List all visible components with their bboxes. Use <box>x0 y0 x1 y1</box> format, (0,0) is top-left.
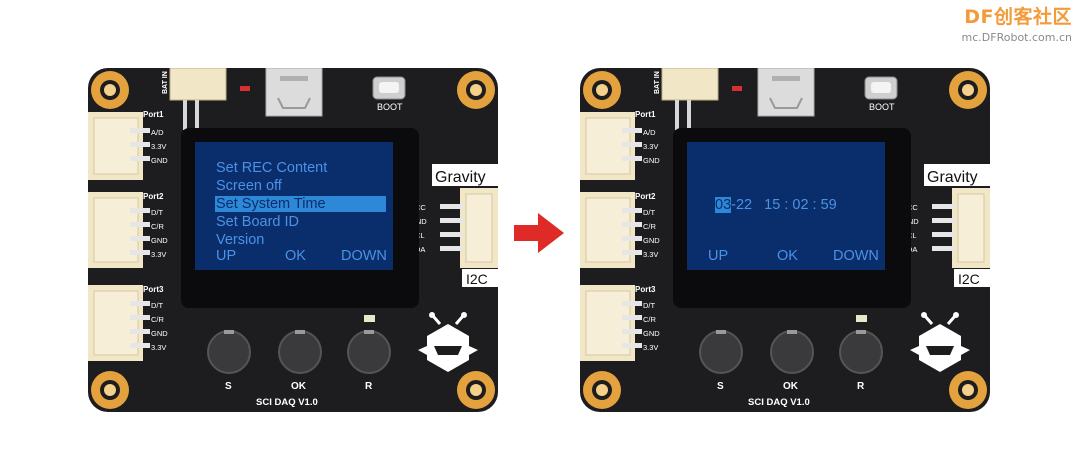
port1-pin-1: A/D <box>643 128 656 137</box>
board-left: BAT IN BOOT Port1 A/D 3.3V GND Port2 D/T… <box>88 68 498 412</box>
gravity-label: Gravity <box>927 169 978 186</box>
port2-pin-4: 3.3V <box>151 250 166 259</box>
port3-pin-2: C/R <box>643 315 657 324</box>
button-ok-label: OK <box>291 381 307 392</box>
mount-hole-icon <box>583 71 621 109</box>
softkey-down: DOWN <box>833 248 879 264</box>
dfrobot-logo-icon <box>910 312 970 372</box>
button-r-label: R <box>365 381 373 392</box>
port3-pin-1: D/T <box>643 301 656 310</box>
port1-label: Port1 <box>143 110 164 119</box>
time-month-field[interactable]: 03 <box>715 197 732 213</box>
port2-label: Port2 <box>143 192 164 201</box>
port1-label: Port1 <box>635 110 656 119</box>
softkey-up: UP <box>708 248 729 264</box>
button-s-label: S <box>225 381 232 392</box>
port1-pin-1: A/D <box>151 128 164 137</box>
port3-label: Port3 <box>635 285 656 294</box>
port2-pin-1: D/T <box>151 208 164 217</box>
button-r-icon[interactable] <box>839 330 883 374</box>
mount-hole-icon <box>949 371 987 409</box>
time-display: 03-22 15 : 02 : 59 <box>715 197 837 213</box>
port1-pin-2: 3.3V <box>643 142 658 151</box>
arrow-right-icon <box>514 213 564 253</box>
usb-port-icon <box>265 68 323 117</box>
dfrobot-logo-icon <box>418 312 478 372</box>
button-r-label: R <box>857 381 865 392</box>
button-ok-icon[interactable] <box>278 330 322 374</box>
menu-item-set-board-id[interactable]: Set Board ID <box>216 214 300 230</box>
port3-label: Port3 <box>143 285 164 294</box>
port1-pin-3: GND <box>151 156 168 165</box>
mount-hole-icon <box>91 71 129 109</box>
menu-item-screen-off[interactable]: Screen off <box>216 178 282 194</box>
watermark-url: mc.DFRobot.com.cn <box>961 31 1072 44</box>
port3-pin-3: GND <box>643 329 660 338</box>
boot-label: BOOT <box>377 102 403 112</box>
bat-in-label: BAT IN <box>162 71 169 94</box>
mount-hole-icon <box>457 371 495 409</box>
usb-port-icon <box>757 68 815 117</box>
mount-hole-icon <box>583 371 621 409</box>
mount-hole-icon <box>91 371 129 409</box>
port2-pin-2: C/R <box>151 222 165 231</box>
i2c-label: I2C <box>958 271 980 287</box>
boot-label: BOOT <box>869 102 895 112</box>
button-s-icon[interactable] <box>207 330 251 374</box>
port3-pin-3: GND <box>151 329 168 338</box>
softkey-down: DOWN <box>341 248 387 264</box>
port2-pin-3: GND <box>643 236 660 245</box>
time-rest: -22 15 : 02 : 59 <box>731 197 837 213</box>
gravity-label: Gravity <box>435 169 486 186</box>
port2-pin-3: GND <box>151 236 168 245</box>
port2-pin-1: D/T <box>643 208 656 217</box>
board-right: BAT IN BOOT Port1 A/D 3.3V GND Port2 D/T… <box>580 68 990 412</box>
menu-item-set-system-time[interactable]: Set System Time <box>215 196 386 212</box>
button-s-icon[interactable] <box>699 330 743 374</box>
i2c-label: I2C <box>466 271 488 287</box>
port1-pin-3: GND <box>643 156 660 165</box>
screen-left: Set REC Content Screen off Set System Ti… <box>195 142 393 270</box>
softkey-ok: OK <box>285 248 306 264</box>
softkey-up: UP <box>216 248 237 264</box>
watermark-brand: DF创客社区 <box>964 6 1072 28</box>
button-s-label: S <box>717 381 724 392</box>
button-ok-label: OK <box>783 381 799 392</box>
port2-pin-2: C/R <box>643 222 657 231</box>
port3-pin-4: 3.3V <box>151 343 166 352</box>
screen-right: 03-22 15 : 02 : 59 UP OK DOWN <box>687 142 885 270</box>
bat-in-label: BAT IN <box>654 71 661 94</box>
button-ok-icon[interactable] <box>770 330 814 374</box>
mount-hole-icon <box>949 71 987 109</box>
port3-pin-1: D/T <box>151 301 164 310</box>
board-version-label: SCI DAQ V1.0 <box>256 397 318 408</box>
menu-item-set-rec-content[interactable]: Set REC Content <box>216 160 328 176</box>
mount-hole-icon <box>457 71 495 109</box>
watermark: DF创客社区 mc.DFRobot.com.cn <box>962 2 1072 44</box>
port3-pin-4: 3.3V <box>643 343 658 352</box>
port1-pin-2: 3.3V <box>151 142 166 151</box>
port2-label: Port2 <box>635 192 656 201</box>
board-version-label: SCI DAQ V1.0 <box>748 397 810 408</box>
menu-item-version[interactable]: Version <box>216 232 265 248</box>
button-r-icon[interactable] <box>347 330 391 374</box>
port2-pin-4: 3.3V <box>643 250 658 259</box>
port3-pin-2: C/R <box>151 315 165 324</box>
softkey-ok: OK <box>777 248 798 264</box>
